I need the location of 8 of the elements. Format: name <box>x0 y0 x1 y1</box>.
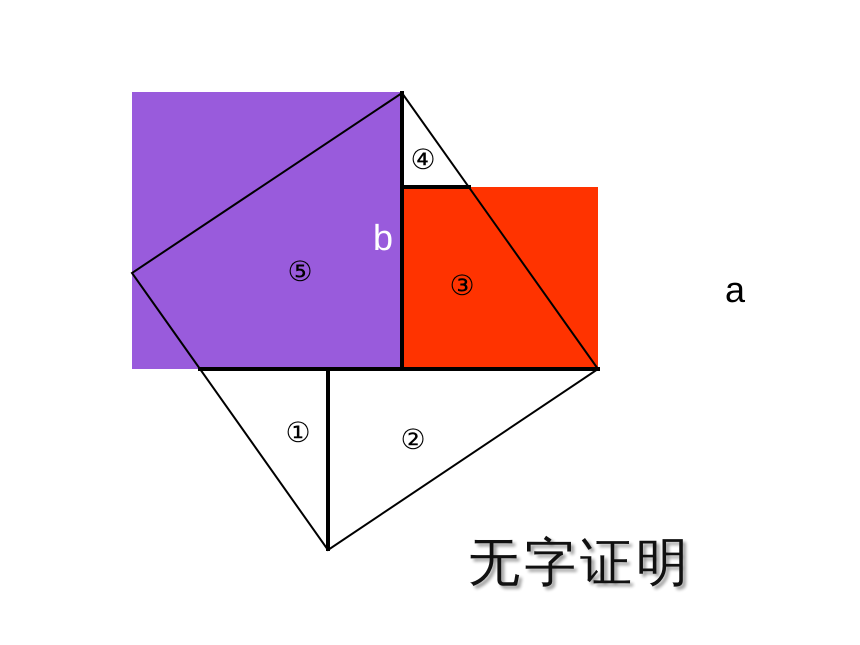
region-number: ① <box>286 419 310 447</box>
region-number: ⑤ <box>288 258 312 286</box>
region-number: ④ <box>410 146 436 174</box>
region-number: ② <box>400 426 426 454</box>
caption: 无字证明 <box>468 532 692 594</box>
side-label: a <box>724 272 746 308</box>
side-label: b <box>372 220 394 256</box>
region-number: ③ <box>450 272 474 300</box>
